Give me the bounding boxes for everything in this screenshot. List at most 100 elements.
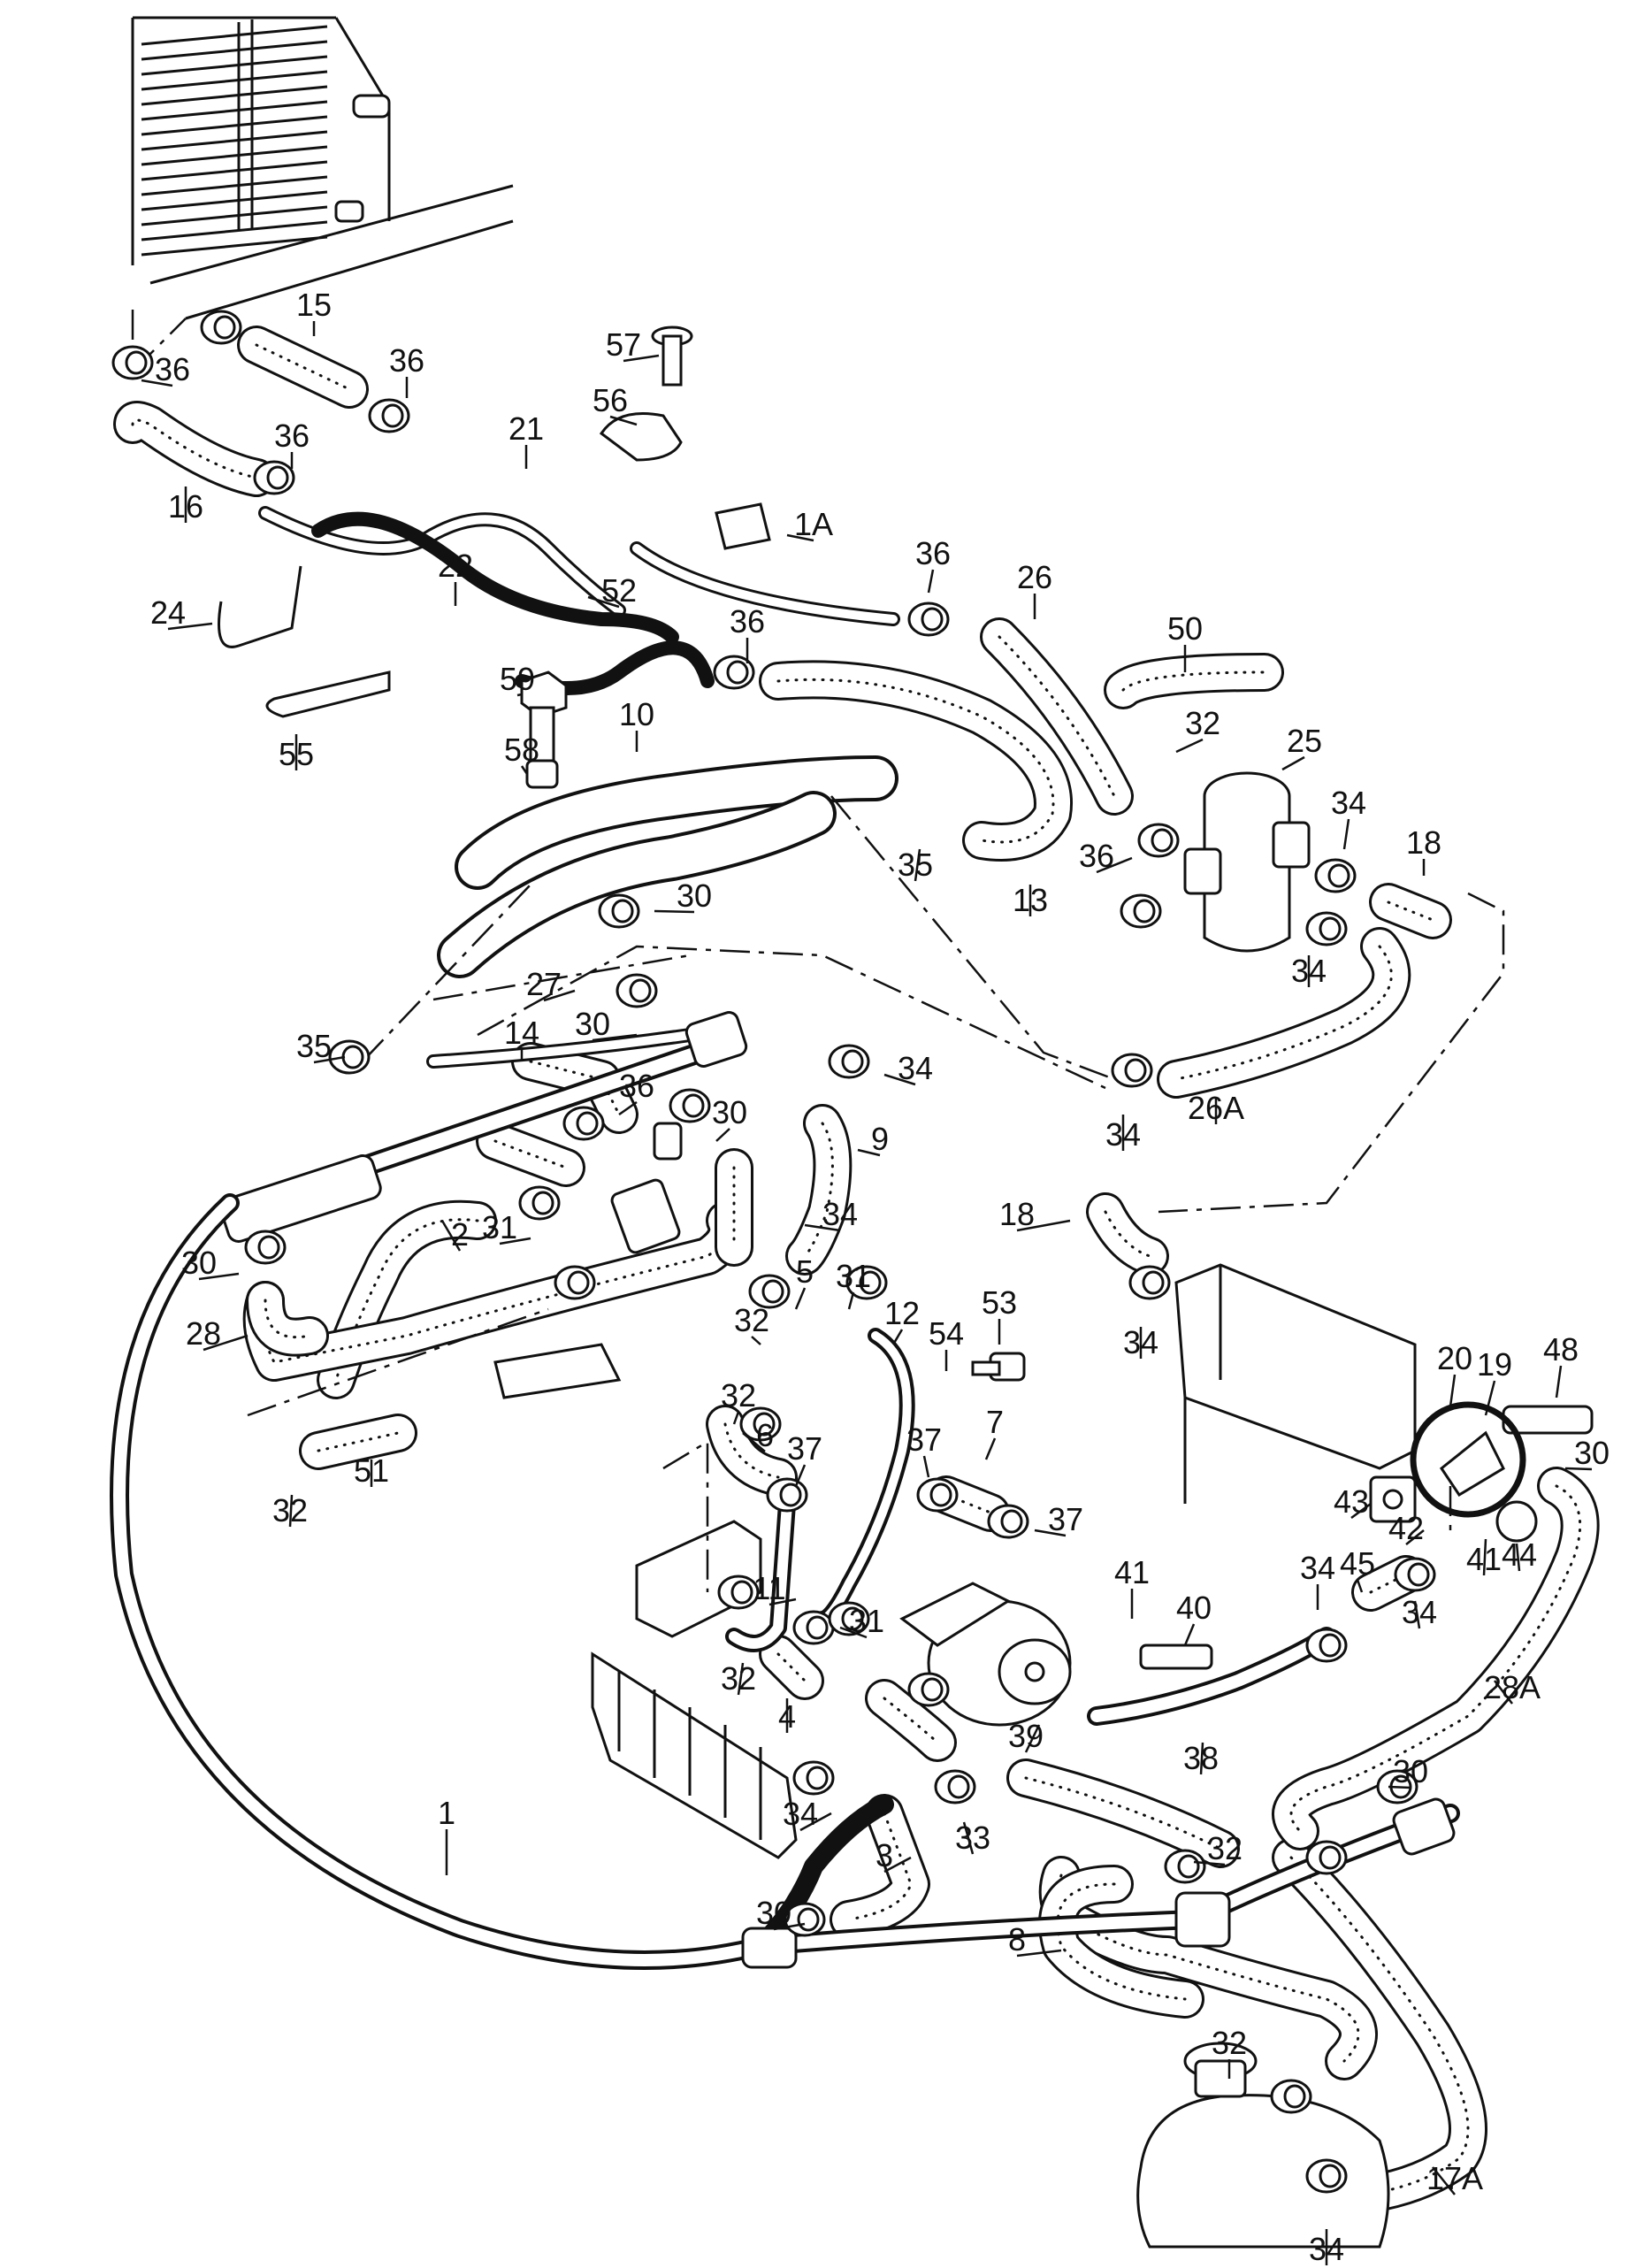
callout-8: 8 bbox=[1008, 1921, 1062, 1958]
hose-group bbox=[113, 326, 1600, 2213]
callout-label: 42 bbox=[1388, 1510, 1424, 1546]
callout-3: 3 bbox=[876, 1837, 912, 1873]
hose-clamp bbox=[717, 1575, 760, 1610]
callout-label: 32 bbox=[721, 1660, 756, 1697]
hose-clamp bbox=[739, 1406, 782, 1442]
callout-label: 36 bbox=[155, 351, 190, 387]
callout-label: 34 bbox=[1300, 1550, 1335, 1586]
callout-20: 20 bbox=[1437, 1340, 1472, 1407]
callout-30f: 30 bbox=[1388, 1753, 1428, 1789]
callout-30a: 30 bbox=[654, 877, 712, 914]
hose-clamp bbox=[845, 1265, 888, 1300]
callout-label: 50 bbox=[1167, 610, 1203, 647]
callout-label: 4 bbox=[778, 1698, 796, 1735]
callout-26A: 26A bbox=[1188, 1090, 1244, 1126]
callout-label: 34 bbox=[1402, 1594, 1437, 1630]
callout-label: 48 bbox=[1543, 1331, 1579, 1368]
callout-label: 9 bbox=[871, 1121, 889, 1157]
hose-clamp bbox=[1305, 1628, 1348, 1663]
hose-clamp bbox=[244, 1230, 287, 1265]
callout-32b: 32 bbox=[734, 1302, 769, 1345]
callout-1A: 1A bbox=[786, 506, 833, 542]
hose-clamp bbox=[1305, 911, 1348, 946]
hose-clamp bbox=[1305, 1840, 1348, 1875]
callout-label: 32 bbox=[272, 1492, 308, 1529]
callout-34b: 34 bbox=[1291, 953, 1327, 989]
hose-clamp bbox=[1164, 1849, 1206, 1884]
hose-clamp bbox=[1128, 1265, 1171, 1300]
callout-label: 38 bbox=[1183, 1740, 1219, 1776]
callout-label: 33 bbox=[955, 1820, 990, 1856]
callout-34h: 34 bbox=[1300, 1550, 1335, 1610]
callout-30c: 30 bbox=[712, 1094, 747, 1142]
callout-label: 31 bbox=[836, 1258, 871, 1294]
callout-34a: 34 bbox=[1331, 785, 1366, 850]
hose-segment bbox=[980, 617, 1134, 816]
callout-34c: 34 bbox=[883, 1050, 933, 1086]
callout-39: 39 bbox=[1008, 1718, 1044, 1754]
callout-26: 26 bbox=[1017, 559, 1052, 619]
callout-label: 25 bbox=[1287, 723, 1322, 759]
hose-clamp bbox=[253, 460, 295, 495]
callout-label: 6 bbox=[756, 1417, 774, 1453]
callout-36e: 36 bbox=[730, 603, 765, 663]
callout-19: 19 bbox=[1477, 1346, 1512, 1416]
callout-37b: 37 bbox=[906, 1421, 942, 1478]
hose-clamp bbox=[713, 655, 755, 690]
hose-clamp bbox=[1305, 2158, 1348, 2194]
hose-segment bbox=[1157, 927, 1411, 1099]
callout-label: 44 bbox=[1502, 1536, 1537, 1573]
callout-label: 32 bbox=[721, 1377, 756, 1414]
callout-12: 12 bbox=[884, 1295, 920, 1345]
callout-36c: 36 bbox=[274, 418, 310, 469]
callout-label: 18 bbox=[1406, 824, 1441, 861]
hose-clamp bbox=[554, 1265, 596, 1300]
callout-57: 57 bbox=[606, 326, 660, 363]
callout-label: 55 bbox=[279, 736, 314, 772]
callout-label: 37 bbox=[787, 1430, 822, 1467]
callout-label: 20 bbox=[1437, 1340, 1472, 1376]
callout-label: 30 bbox=[756, 1895, 791, 1931]
callout-label: 36 bbox=[274, 418, 310, 454]
hose-segment bbox=[1086, 1192, 1169, 1276]
callout-14: 14 bbox=[504, 1015, 539, 1061]
hose-clamp bbox=[916, 1477, 959, 1513]
callout-34f: 34 bbox=[1123, 1324, 1158, 1360]
hose-clamp bbox=[562, 1106, 605, 1141]
radiator bbox=[131, 16, 514, 320]
callout-label: 30 bbox=[712, 1094, 747, 1130]
hose-clamp bbox=[669, 1088, 711, 1123]
callout-label: 35 bbox=[898, 847, 933, 883]
callout-label: 31 bbox=[849, 1603, 884, 1639]
hose-segment bbox=[1369, 883, 1452, 939]
callout-label: 15 bbox=[296, 287, 332, 323]
callout-label: 36 bbox=[1079, 838, 1114, 874]
callout-label: 13 bbox=[1013, 882, 1048, 918]
callout-label: 7 bbox=[986, 1404, 1004, 1440]
hose-clamps bbox=[111, 310, 1436, 2194]
callout-28: 28 bbox=[186, 1315, 249, 1352]
callout-label: 54 bbox=[929, 1315, 964, 1352]
hose-clamp bbox=[828, 1601, 870, 1636]
callout-label: 52 bbox=[601, 572, 637, 609]
callout-label: 45 bbox=[1340, 1545, 1375, 1582]
callout-41a: 41 bbox=[1114, 1554, 1150, 1619]
callout-55: 55 bbox=[279, 734, 314, 772]
callout-28A: 28A bbox=[1484, 1669, 1541, 1705]
callout-37c: 37 bbox=[1034, 1501, 1083, 1537]
callout-32f: 32 bbox=[721, 1377, 756, 1425]
hose-segment bbox=[759, 1635, 824, 1700]
callout-10: 10 bbox=[619, 696, 654, 752]
callout-38: 38 bbox=[1183, 1740, 1219, 1776]
callout-48: 48 bbox=[1543, 1331, 1579, 1398]
hose-clamp bbox=[766, 1477, 808, 1513]
callout-label: 24 bbox=[150, 594, 186, 631]
hose-clamp bbox=[368, 398, 410, 433]
callout-label: 32 bbox=[734, 1302, 769, 1338]
callout-31c: 31 bbox=[839, 1603, 884, 1639]
callout-34d: 34 bbox=[1105, 1115, 1141, 1153]
callout-36b: 36 bbox=[389, 342, 424, 398]
callout-label: 36 bbox=[619, 1068, 654, 1104]
